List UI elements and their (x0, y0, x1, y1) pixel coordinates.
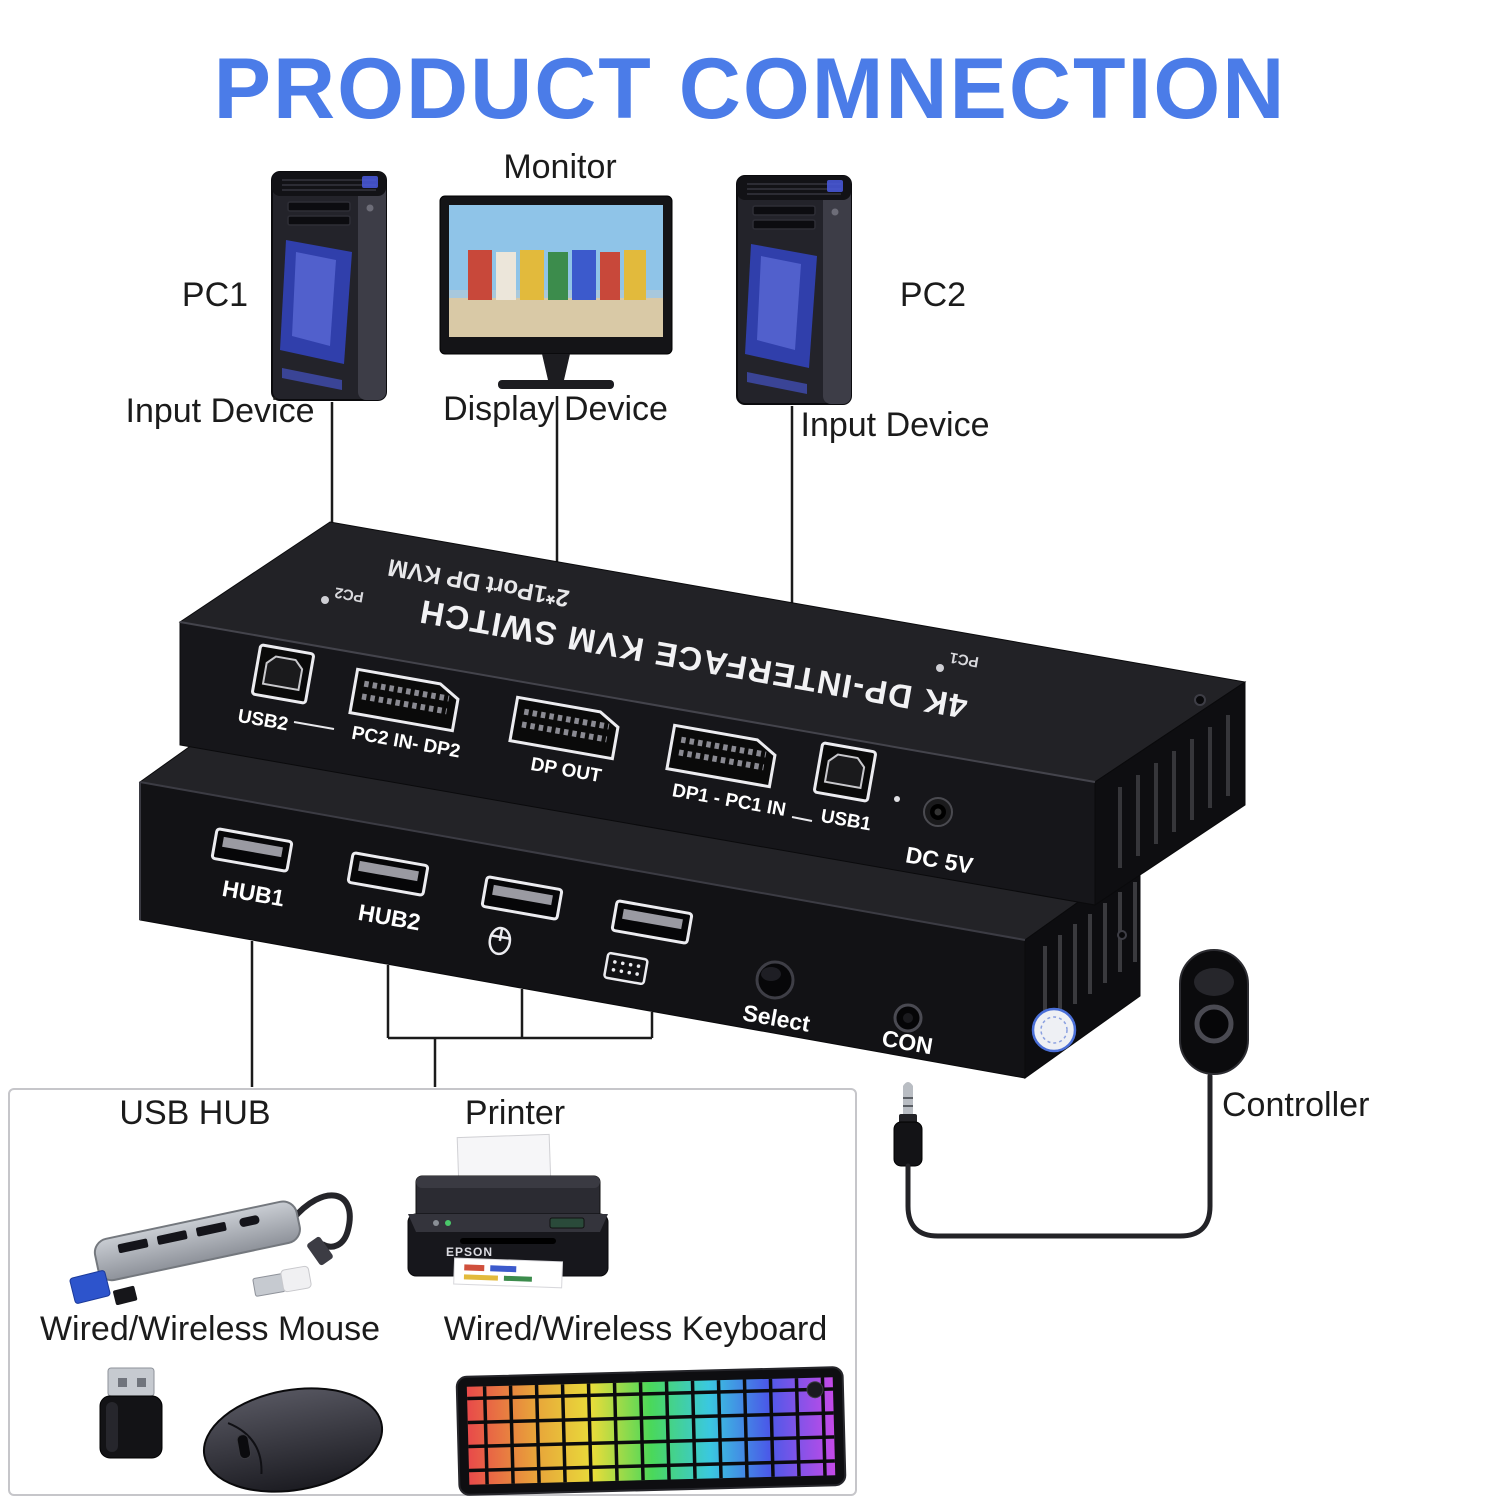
monitor-label: Monitor (503, 148, 617, 186)
printer-brand-text: EPSON (446, 1245, 493, 1259)
mouse-label: Wired/Wireless Mouse (39, 1310, 381, 1348)
keyboard-label: Wired/Wireless Keyboard (443, 1310, 828, 1348)
keyboard-icon (603, 951, 649, 986)
led-pc1 (936, 664, 944, 672)
select-button (755, 960, 795, 1000)
side-vents (1118, 715, 1230, 868)
keyboard-port (610, 899, 694, 945)
dc-jack (923, 797, 953, 827)
led-pc2-label: PC2 (333, 584, 365, 606)
controller-label: Controller (1222, 1086, 1370, 1124)
pc1-label: PC1 (181, 276, 249, 314)
connection-lines-bottom (250, 941, 654, 1087)
led-pc2 (321, 596, 329, 604)
led-pc1-label: PC1 (948, 649, 980, 671)
pc1-caption: Input Device (125, 392, 315, 430)
monitor-caption: Display Device (443, 390, 668, 428)
dp2-port (348, 667, 460, 733)
usb2-port (251, 643, 315, 705)
kvm-switch-rear-view: 4K DP-INTERFACE KVM SWITCH 2*1Port DP KV… (178, 521, 1247, 906)
mouse-port (480, 875, 564, 921)
mouse-image (202, 1387, 384, 1493)
dp-out-port (508, 695, 620, 761)
screw (1117, 930, 1127, 940)
pc2-tower-image (736, 175, 852, 405)
pc2-label: PC2 (899, 276, 967, 314)
status-led (894, 796, 900, 802)
hub1-port (210, 827, 294, 873)
rgb-keyboard-image (455, 1366, 847, 1496)
side-vents (1043, 882, 1137, 1026)
hub2-port (346, 851, 430, 897)
usb-hub-image (69, 1192, 353, 1305)
beach-huts-photo (468, 250, 646, 300)
pc1-tower-image (271, 171, 387, 401)
printer-image: EPSON (407, 1133, 609, 1289)
page-title: PRODUCT COMNECTION (213, 41, 1287, 137)
usb-dongle-image (99, 1367, 163, 1459)
screw (1194, 694, 1206, 706)
monitor-image (439, 195, 673, 389)
blue-sticker (1031, 1007, 1077, 1053)
pc2-caption: Input Device (800, 406, 990, 444)
controller-cable (893, 1073, 1213, 1239)
printer-label: Printer (464, 1094, 566, 1132)
dp1-port (665, 723, 777, 789)
usb-hub-label: USB HUB (119, 1094, 271, 1132)
usb1-port (813, 741, 877, 803)
con-jack (893, 1003, 923, 1033)
controller-image (1179, 949, 1249, 1075)
mouse-icon (488, 926, 512, 956)
